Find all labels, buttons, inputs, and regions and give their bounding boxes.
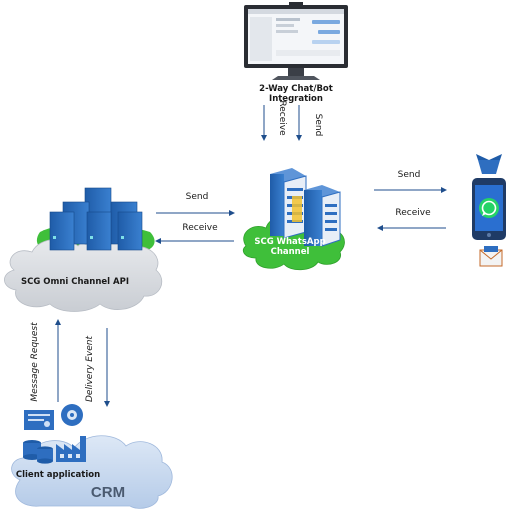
phone-receive-label: Receive: [395, 208, 431, 218]
whatsapp-server-icon: [270, 168, 341, 247]
desktop-label-line2: Integration: [269, 94, 323, 104]
crm-label: CRM: [91, 484, 125, 501]
omni-api-server-icon: [49, 187, 143, 251]
omni-api-label: SCG Omni Channel API: [21, 277, 129, 287]
disc-icon: [61, 404, 83, 426]
database-icon: [23, 440, 53, 464]
delivery-event-label: Delivery Event: [85, 336, 95, 402]
desktop-send-label: Send: [313, 114, 323, 137]
client-application-label: Client application: [16, 470, 100, 480]
desktop-receive-label: Receive: [277, 100, 287, 136]
api-send-label: Send: [186, 192, 209, 202]
box-icon: [476, 154, 502, 174]
whatsapp-channel-label-line2: Channel: [271, 247, 310, 257]
phone-send-label: Send: [398, 170, 421, 180]
whatsapp-channel-label-line1: SCG WhatsApp: [254, 237, 325, 247]
desktop-monitor-icon: [244, 2, 348, 80]
api-receive-label: Receive: [182, 223, 218, 233]
message-request-label: Message Request: [30, 322, 40, 402]
email-icon: [479, 246, 503, 267]
whatsapp-icon: [479, 198, 499, 218]
factory-icon: [56, 436, 86, 462]
desktop-label-line1: 2-Way Chat/Bot: [259, 84, 333, 94]
certificate-icon: [24, 410, 54, 430]
